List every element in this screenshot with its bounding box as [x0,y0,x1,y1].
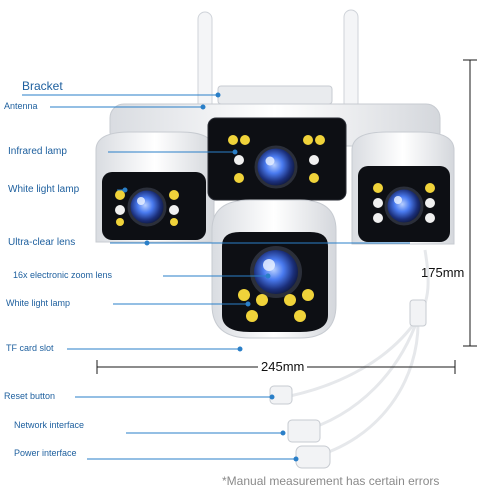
width-dimension: 245mm [258,360,308,373]
measurement-note: *Manual measurement has certain errors [222,474,440,488]
white-light-led-group-bottom [238,289,314,322]
center-dome-camera [211,199,337,339]
left-camera [95,131,215,243]
antenna-label: Antenna [4,101,38,111]
leader-lines [22,92,410,462]
white-light-lamp-label-top: White light lamp [8,184,80,195]
power-interface-label: Power interface [14,448,77,458]
antenna-left [197,11,213,113]
infrared-led-group [228,135,325,183]
antenna-right [343,9,359,111]
bracket-label: Bracket [22,79,63,93]
right-camera [351,131,455,245]
tf-card-slot-label: TF card slot [6,343,54,353]
center-top-camera [207,117,347,201]
zoom-lens-label: 16x electronic zoom lens [13,270,113,280]
ultra-clear-lens-label: Ultra-clear lens [8,237,76,248]
white-light-lamp-label-bottom: White light lamp [6,298,71,308]
infrared-lamp-label: Infrared lamp [8,146,67,157]
height-dimension: 175mm [421,265,465,280]
white-light-led-group [115,190,179,226]
network-interface-label: Network interface [14,420,85,430]
reset-button-label: Reset button [4,391,56,401]
cable-connectors [269,299,427,469]
